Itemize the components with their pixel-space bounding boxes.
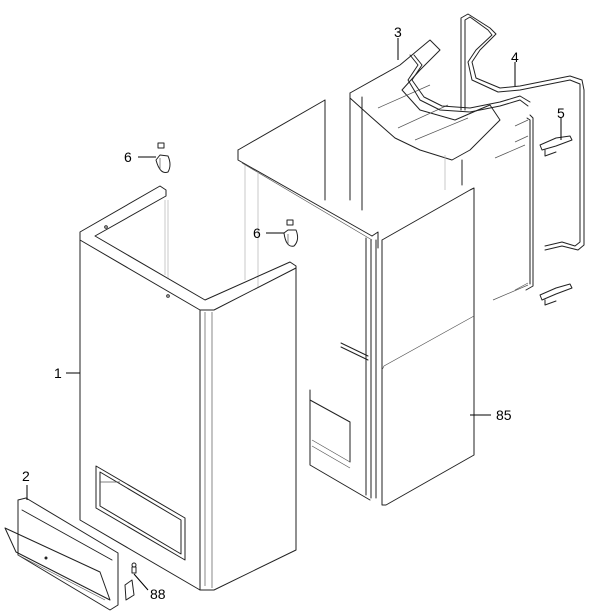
retaining-clip-upper-part-6 [155,142,171,173]
callout-85: 85 [496,407,512,423]
side-panel-part-85 [381,187,475,506]
callout-5: 5 [557,105,565,121]
front-cabinet-part-1 [79,185,297,591]
callout-1: 1 [54,365,62,381]
callout-88: 88 [150,586,166,602]
hinge-clip-part-5 [492,119,573,306]
callout-2: 2 [22,468,30,484]
wire-frame-part-4 [407,13,585,291]
callout-6-upper: 6 [124,149,132,165]
callout-3: 3 [394,24,402,40]
leader-lines [26,38,562,591]
screw-part-88 [131,562,137,574]
callout-4: 4 [511,49,519,65]
rear-assembly [237,39,501,211]
callout-6-lower: 6 [253,225,261,241]
lower-door-part-2 [4,497,135,611]
retaining-clip-lower-part-6 [283,219,299,247]
